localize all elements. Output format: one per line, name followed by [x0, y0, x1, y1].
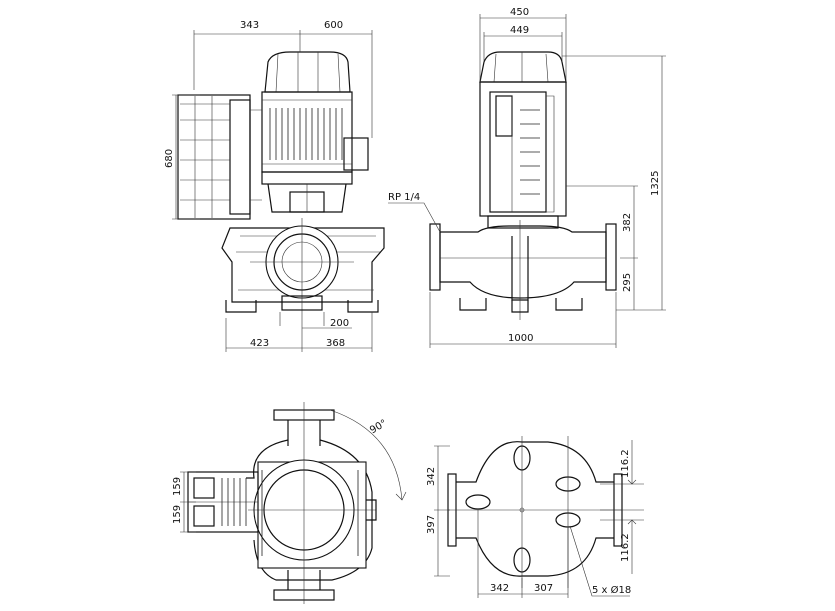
dim-base-bottom-right: 307	[534, 583, 553, 594]
top-angle-label: 90°	[368, 418, 389, 436]
dim-front-top-right: 600	[324, 20, 343, 31]
dim-side-total-height: 1325	[650, 171, 661, 196]
dim-front-top-left: 343	[240, 20, 259, 31]
top-view: 90° 159 159	[172, 402, 407, 604]
dim-side-width: 1000	[508, 333, 533, 344]
side-view: RP 1/4 450 449 1325 382 295 1000	[388, 7, 666, 348]
dim-front-left-height: 680	[164, 149, 175, 168]
dim-side-upper-height: 382	[622, 213, 633, 232]
dim-side-top-inner: 449	[510, 25, 529, 36]
base-holes-label: 5 x Ø18	[592, 584, 631, 596]
dim-base-left-lower: 397	[426, 515, 437, 534]
dim-top-left-upper: 159	[172, 477, 183, 496]
dim-side-lower-height: 295	[622, 273, 633, 292]
dim-base-right-upper: 116.2	[620, 449, 631, 478]
dim-base-right-lower: 116.2	[620, 533, 631, 562]
dim-side-top-outer: 450	[510, 7, 529, 18]
dim-base-bottom-left: 342	[490, 583, 509, 594]
dim-front-bottom-inner: 200	[330, 318, 349, 329]
front-view: 343 600 680 423 368 200	[164, 20, 385, 352]
side-port-label: RP 1/4	[388, 192, 420, 203]
dim-front-bottom-right: 368	[326, 338, 345, 349]
dim-base-left-upper: 342	[426, 467, 437, 486]
base-view: 342 397 116.2 116.2 342 307 5 x Ø18	[426, 436, 644, 598]
dim-front-bottom-left: 423	[250, 338, 269, 349]
dim-top-left-lower: 159	[172, 505, 183, 524]
